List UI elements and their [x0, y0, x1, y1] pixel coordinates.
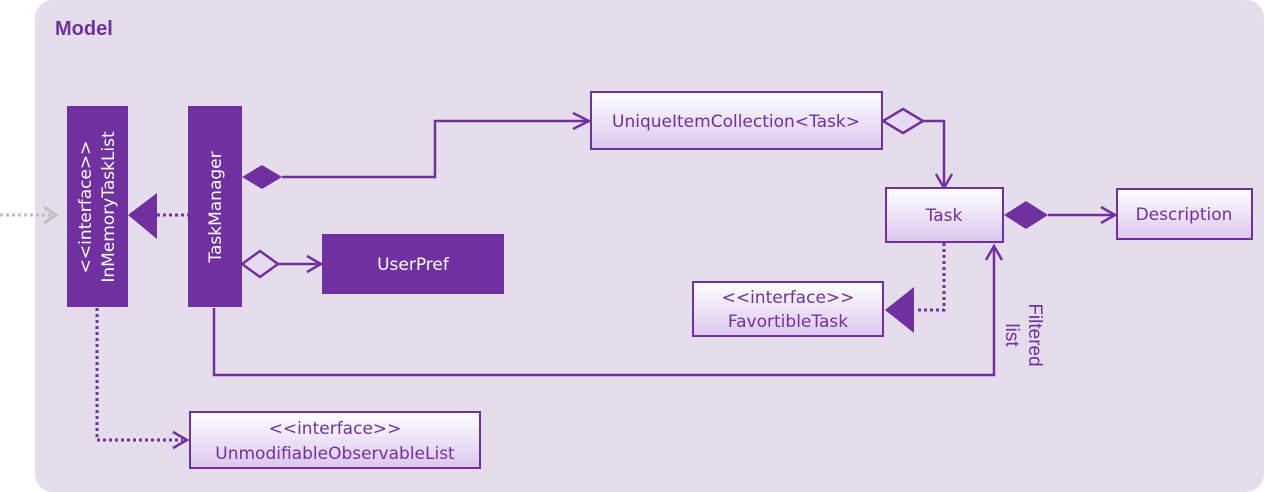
task-realizes-favortibletask [885, 243, 946, 333]
inmemory-stereotype: <<interface>> [76, 141, 96, 274]
class-uniqueitemcollection: UniqueItemCollection<Task> [590, 91, 883, 150]
class-description: Description [1116, 188, 1253, 240]
taskmanager-name: TaskManager [206, 151, 226, 263]
taskmanager-to-userpref-aggregation [239, 249, 324, 279]
class-taskmanager: TaskManager [188, 106, 242, 307]
taskmanager-to-task-filtered-list [212, 243, 1004, 377]
taskmanager-to-uniquecollection-composition [242, 111, 592, 189]
incoming-dependency-link [0, 205, 59, 225]
task-name: Task [925, 206, 963, 226]
model-package-panel [35, 0, 1264, 492]
class-unmodifiableobservablelist: <<interface>> UnmodifiableObservableList [189, 411, 481, 469]
favortible-name: FavortibleTask [728, 312, 848, 332]
favortible-stereotype: <<interface>> [722, 288, 855, 308]
package-title: Model [55, 18, 113, 40]
taskmanager-realizes-inmemorytasklist [128, 193, 188, 239]
inmemory-to-unmodifiable-dependency [95, 308, 190, 450]
class-userpref: UserPref [322, 234, 504, 294]
unmodifiable-name: UnmodifiableObservableList [215, 444, 455, 464]
description-name: Description [1136, 205, 1233, 225]
class-task: Task [885, 187, 1004, 243]
uniquecollection-name: UniqueItemCollection<Task> [612, 112, 860, 132]
inmemory-name: InMemoryTaskList [99, 131, 119, 283]
class-favortibletask: <<interface>> FavortibleTask [692, 281, 884, 337]
filtered-label-line2: list [1001, 323, 1022, 347]
class-inmemorytasklist: <<interface>> InMemoryTaskList [67, 106, 128, 307]
filtered-label-line1: Filtered [1024, 303, 1045, 366]
userpref-name: UserPref [377, 255, 450, 275]
unmodifiable-stereotype: <<interface>> [269, 419, 402, 439]
filtered-list-annotation: Filtered list [1001, 303, 1045, 366]
task-to-description-composition [1004, 201, 1118, 229]
